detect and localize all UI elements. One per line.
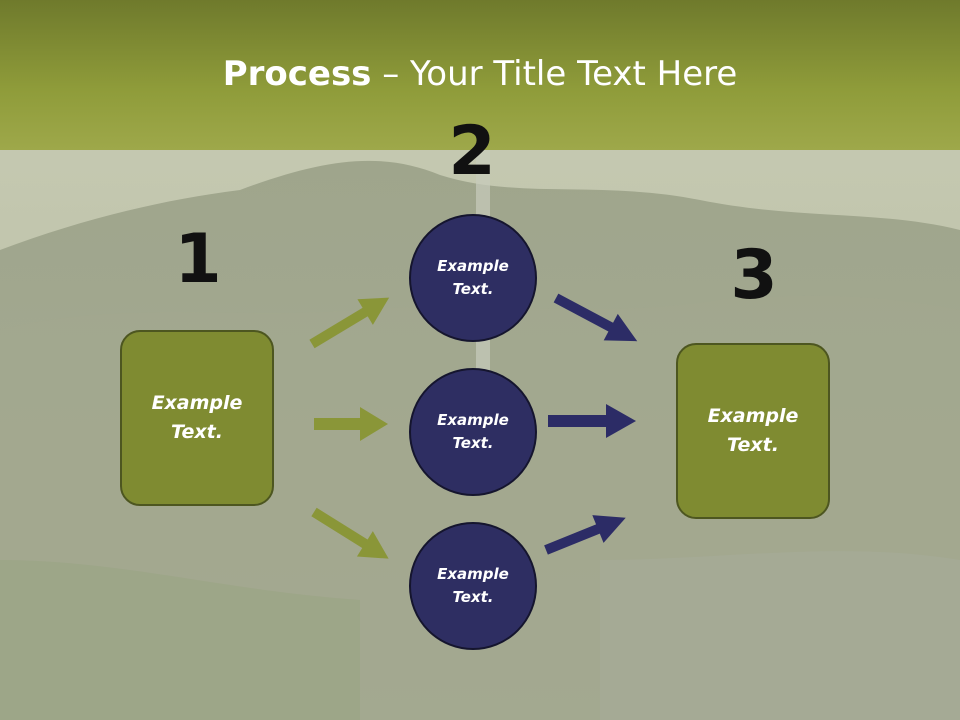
title-rest: – Your Title Text Here	[371, 54, 738, 94]
arrow-left-to-circle-1	[309, 297, 390, 349]
right-box: Example Text.	[676, 343, 830, 519]
left-box-text: Example Text.	[151, 392, 243, 443]
page-title: Process – Your Title Text Here	[0, 52, 960, 96]
circle-3: Example Text.	[409, 522, 537, 650]
circle-3-text: Example Text.	[437, 565, 509, 606]
right-box-text: Example Text.	[707, 405, 799, 456]
arrow-circle-3-to-right	[544, 515, 626, 555]
arrow-circle-1-to-right	[553, 293, 638, 342]
circle-1-text: Example Text.	[437, 257, 509, 298]
arrow-left-to-circle-2	[314, 407, 388, 441]
arrow-left-to-circle-3	[311, 507, 389, 559]
circle-2: Example Text.	[409, 368, 537, 496]
arrow-circle-2-to-right	[548, 404, 636, 438]
left-box: Example Text.	[120, 330, 274, 506]
circle-2-text: Example Text.	[437, 411, 509, 452]
step-number-2: 2	[448, 112, 496, 191]
step-number-1: 1	[174, 220, 222, 299]
title-bold: Process	[222, 54, 372, 94]
circle-1: Example Text.	[409, 214, 537, 342]
step-number-3: 3	[730, 236, 778, 315]
